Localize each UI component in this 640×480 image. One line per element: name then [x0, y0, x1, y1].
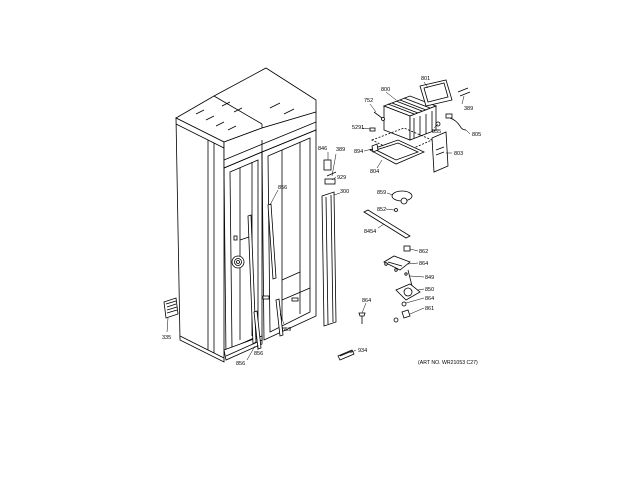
label-864-middle: 864: [425, 296, 434, 302]
label-864-left: 864: [362, 298, 371, 304]
label-300: 300: [340, 189, 349, 195]
label-801: 801: [421, 76, 430, 82]
trim-strips: [247, 203, 284, 350]
label-835: 835: [432, 129, 441, 135]
label-934: 934: [358, 348, 367, 354]
hinge-parts: [323, 159, 337, 185]
label-862: 862: [419, 249, 428, 255]
label-852: 852: [377, 207, 386, 213]
label-856-bottom-left: 856: [236, 361, 245, 367]
label-856-top: 856: [278, 185, 287, 191]
leader-lines: [166, 81, 471, 361]
evaporator-assembly: [369, 79, 471, 173]
label-856-bottom: 856: [254, 351, 263, 357]
label-850: 850: [425, 287, 434, 293]
label-849: 849: [425, 275, 434, 281]
label-389-left: 389: [336, 147, 345, 153]
label-864-upper: 864: [419, 261, 428, 267]
label-389-right: 389: [464, 106, 473, 112]
label-335: 335: [162, 335, 171, 341]
label-804: 804: [370, 169, 379, 175]
damper-parts: [363, 190, 413, 239]
part-335-grille: [163, 297, 179, 319]
label-894: 894: [354, 149, 363, 155]
label-803: 803: [454, 151, 463, 157]
fan-motor-stack: [358, 245, 421, 324]
label-846: 846: [318, 146, 327, 152]
label-859: 859: [377, 190, 386, 196]
label-5291: 5291: [352, 125, 364, 131]
art-number: (ART NO. WR21053 C27): [418, 360, 478, 366]
part-labels: 335 846 389 929 856 300 856 856 859 752 …: [162, 76, 481, 367]
part-934: [337, 349, 355, 361]
label-859-bottom: 859: [282, 327, 291, 333]
door-seal-strip: [321, 191, 337, 327]
refrigerator-cabinet: [175, 67, 317, 363]
label-861: 861: [425, 306, 434, 312]
label-752: 752: [364, 98, 373, 104]
label-800: 800: [381, 87, 390, 93]
label-8454: 8454: [364, 229, 376, 235]
label-805: 805: [472, 132, 481, 138]
label-929: 929: [337, 175, 346, 181]
